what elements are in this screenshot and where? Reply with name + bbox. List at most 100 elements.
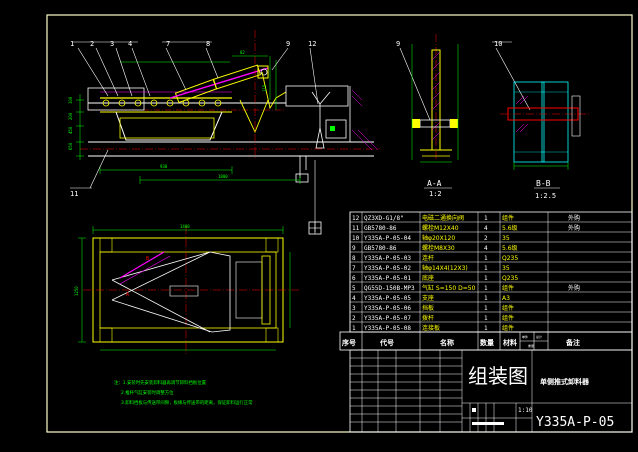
part-2-code: Y335A-P-05-07 — [364, 315, 411, 322]
svg-text:1250: 1250 — [74, 286, 79, 296]
balloon-9-main: 9 — [286, 40, 290, 48]
part-10-code: Y335A-P-05-04 — [364, 235, 411, 242]
note-2: 2.推杆气缸安装时调整方位 — [121, 389, 174, 396]
header-name: 名称 — [440, 338, 454, 347]
header-qty: 数量 — [480, 338, 494, 347]
part-7-mat: 35 — [502, 265, 510, 272]
balloon-7: 7 — [166, 40, 170, 48]
part-12-name: 电磁二通换向阀 — [422, 214, 464, 222]
part-3-no: 3 — [352, 305, 356, 312]
header-unit: 单件 — [522, 334, 528, 339]
technical-notes: 注：1.安装时先安装卸料器再调节卸料挡板位置 2.推杆气缸安装时调整方位 3.卸… — [114, 379, 253, 406]
header-weight: 重量 — [528, 343, 534, 348]
part-8-no: 8 — [352, 255, 356, 262]
part-7-code: Y335A-P-05-02 — [364, 265, 411, 272]
part-11-mat: 5.6级 — [502, 224, 518, 232]
part-1-qty: 1 — [484, 325, 488, 332]
part-1-mat: 组件 — [502, 324, 514, 332]
section-a-a-view — [411, 34, 459, 163]
part-5-note: 外购 — [568, 284, 580, 292]
part-6-mat: Q235 — [502, 275, 518, 282]
header-note: 备注 — [565, 338, 580, 347]
part-6-no: 6 — [352, 275, 356, 282]
part-2-qty: 1 — [484, 315, 488, 322]
part-4-qty: 1 — [484, 295, 488, 302]
svg-text:100: 100 — [68, 96, 73, 104]
part-11-note: 外购 — [568, 224, 580, 232]
part-6-qty: 1 — [484, 275, 488, 282]
svg-text:450: 450 — [68, 126, 73, 134]
part-12-code: QZ3XD-G1/8" — [364, 215, 404, 222]
note-3: 3.卸料挡板与传送带间隙，板缘与传送带的距离，保证卸料运行正常 — [121, 399, 253, 406]
part-1-name: 连接板 — [422, 324, 440, 332]
part-5-code: QG55D-150B-MP3 — [364, 285, 415, 292]
note-1: 注：1.安装时先安装卸料器再调节卸料挡板位置 — [114, 379, 207, 386]
part-5-name: 气缸 S=150 D=50 — [422, 284, 476, 292]
part-12-mat: 组件 — [502, 214, 514, 222]
part-11-qty: 4 — [484, 225, 488, 232]
part-1-no: 1 — [352, 325, 356, 332]
balloon-numbers: 1 2 3 4 7 8 9 12 11 9 10 — [70, 40, 502, 198]
svg-text:82: 82 — [240, 50, 245, 55]
balloon-2: 2 — [90, 40, 94, 48]
drawing-border — [46, 14, 633, 433]
part-11-code: GB5780-86 — [364, 225, 397, 232]
section-b-b-label: B-B — [536, 179, 551, 188]
section-b-b-view — [500, 81, 590, 170]
section-a-a-scale: 1:2 — [429, 190, 442, 198]
part-4-code: Y335A-P-05-05 — [364, 295, 411, 302]
balloon-3: 3 — [110, 40, 114, 48]
part-5-qty: 1 — [484, 285, 488, 292]
part-4-name: 支座 — [422, 294, 434, 302]
svg-text:200: 200 — [68, 112, 73, 120]
part-4-no: 4 — [352, 295, 356, 302]
svg-text:1400: 1400 — [180, 224, 190, 229]
balloon-1: 1 — [70, 40, 74, 48]
part-6-code: Y335A-P-05-01 — [364, 275, 411, 282]
part-6-name: 底座 — [422, 274, 434, 282]
svg-text:930: 930 — [160, 164, 168, 169]
balloon-9: 9 — [396, 40, 400, 48]
part-9-code: GB5780-86 — [364, 245, 397, 252]
part-11-name: 螺栓M12X40 — [422, 224, 459, 232]
balloon-8: 8 — [206, 40, 210, 48]
part-2-name: 拨杆 — [422, 314, 434, 322]
part-7-name: 轴φ14X4(12X3) — [422, 264, 468, 272]
part-2-mat: 组件 — [502, 314, 514, 322]
drawing-scale: 1:10 — [518, 407, 533, 414]
inner-border — [46, 14, 633, 433]
drawing-number: Y335A-P-05 — [536, 415, 614, 430]
section-a-a-label: A-A — [427, 179, 442, 188]
svg-text:B: B — [146, 256, 149, 262]
part-2-no: 2 — [352, 315, 356, 322]
part-12-qty: 1 — [484, 215, 488, 222]
balloon-11: 11 — [70, 190, 78, 198]
part-8-mat: Q235 — [502, 255, 518, 262]
svg-text:A: A — [126, 292, 129, 298]
header-code: 代号 — [379, 338, 394, 347]
part-8-code: Y335A-P-05-03 — [364, 255, 411, 262]
part-9-name: 螺栓M8X30 — [422, 244, 455, 252]
parts-header: 序号 代号 名称 数量 材料 备注 单件 总计 重量 — [339, 331, 633, 351]
part-3-name: 挡板 — [422, 304, 434, 312]
part-11-no: 11 — [352, 225, 360, 232]
elevation-view: 100 200 450 650 930 1800 82 115 — [68, 30, 380, 235]
drawing-title: 组装图 — [468, 364, 528, 388]
title-block — [349, 349, 633, 433]
part-10-name: 轴φ20X120 — [422, 234, 455, 242]
part-9-no: 9 — [352, 245, 356, 252]
drawing-subtitle: 单侧推式卸料器 — [540, 377, 590, 386]
balloon-4: 4 — [128, 40, 132, 48]
balloon-12: 12 — [308, 40, 316, 48]
part-5-mat: 组件 — [502, 284, 514, 292]
part-8-qty: 1 — [484, 255, 488, 262]
header-material: 材料 — [502, 338, 517, 347]
part-7-qty: 1 — [484, 265, 488, 272]
part-1-code: Y335A-P-05-08 — [364, 325, 411, 332]
part-5-no: 5 — [352, 285, 356, 292]
part-10-no: 10 — [352, 235, 360, 242]
part-9-mat: 5.6级 — [502, 244, 518, 252]
